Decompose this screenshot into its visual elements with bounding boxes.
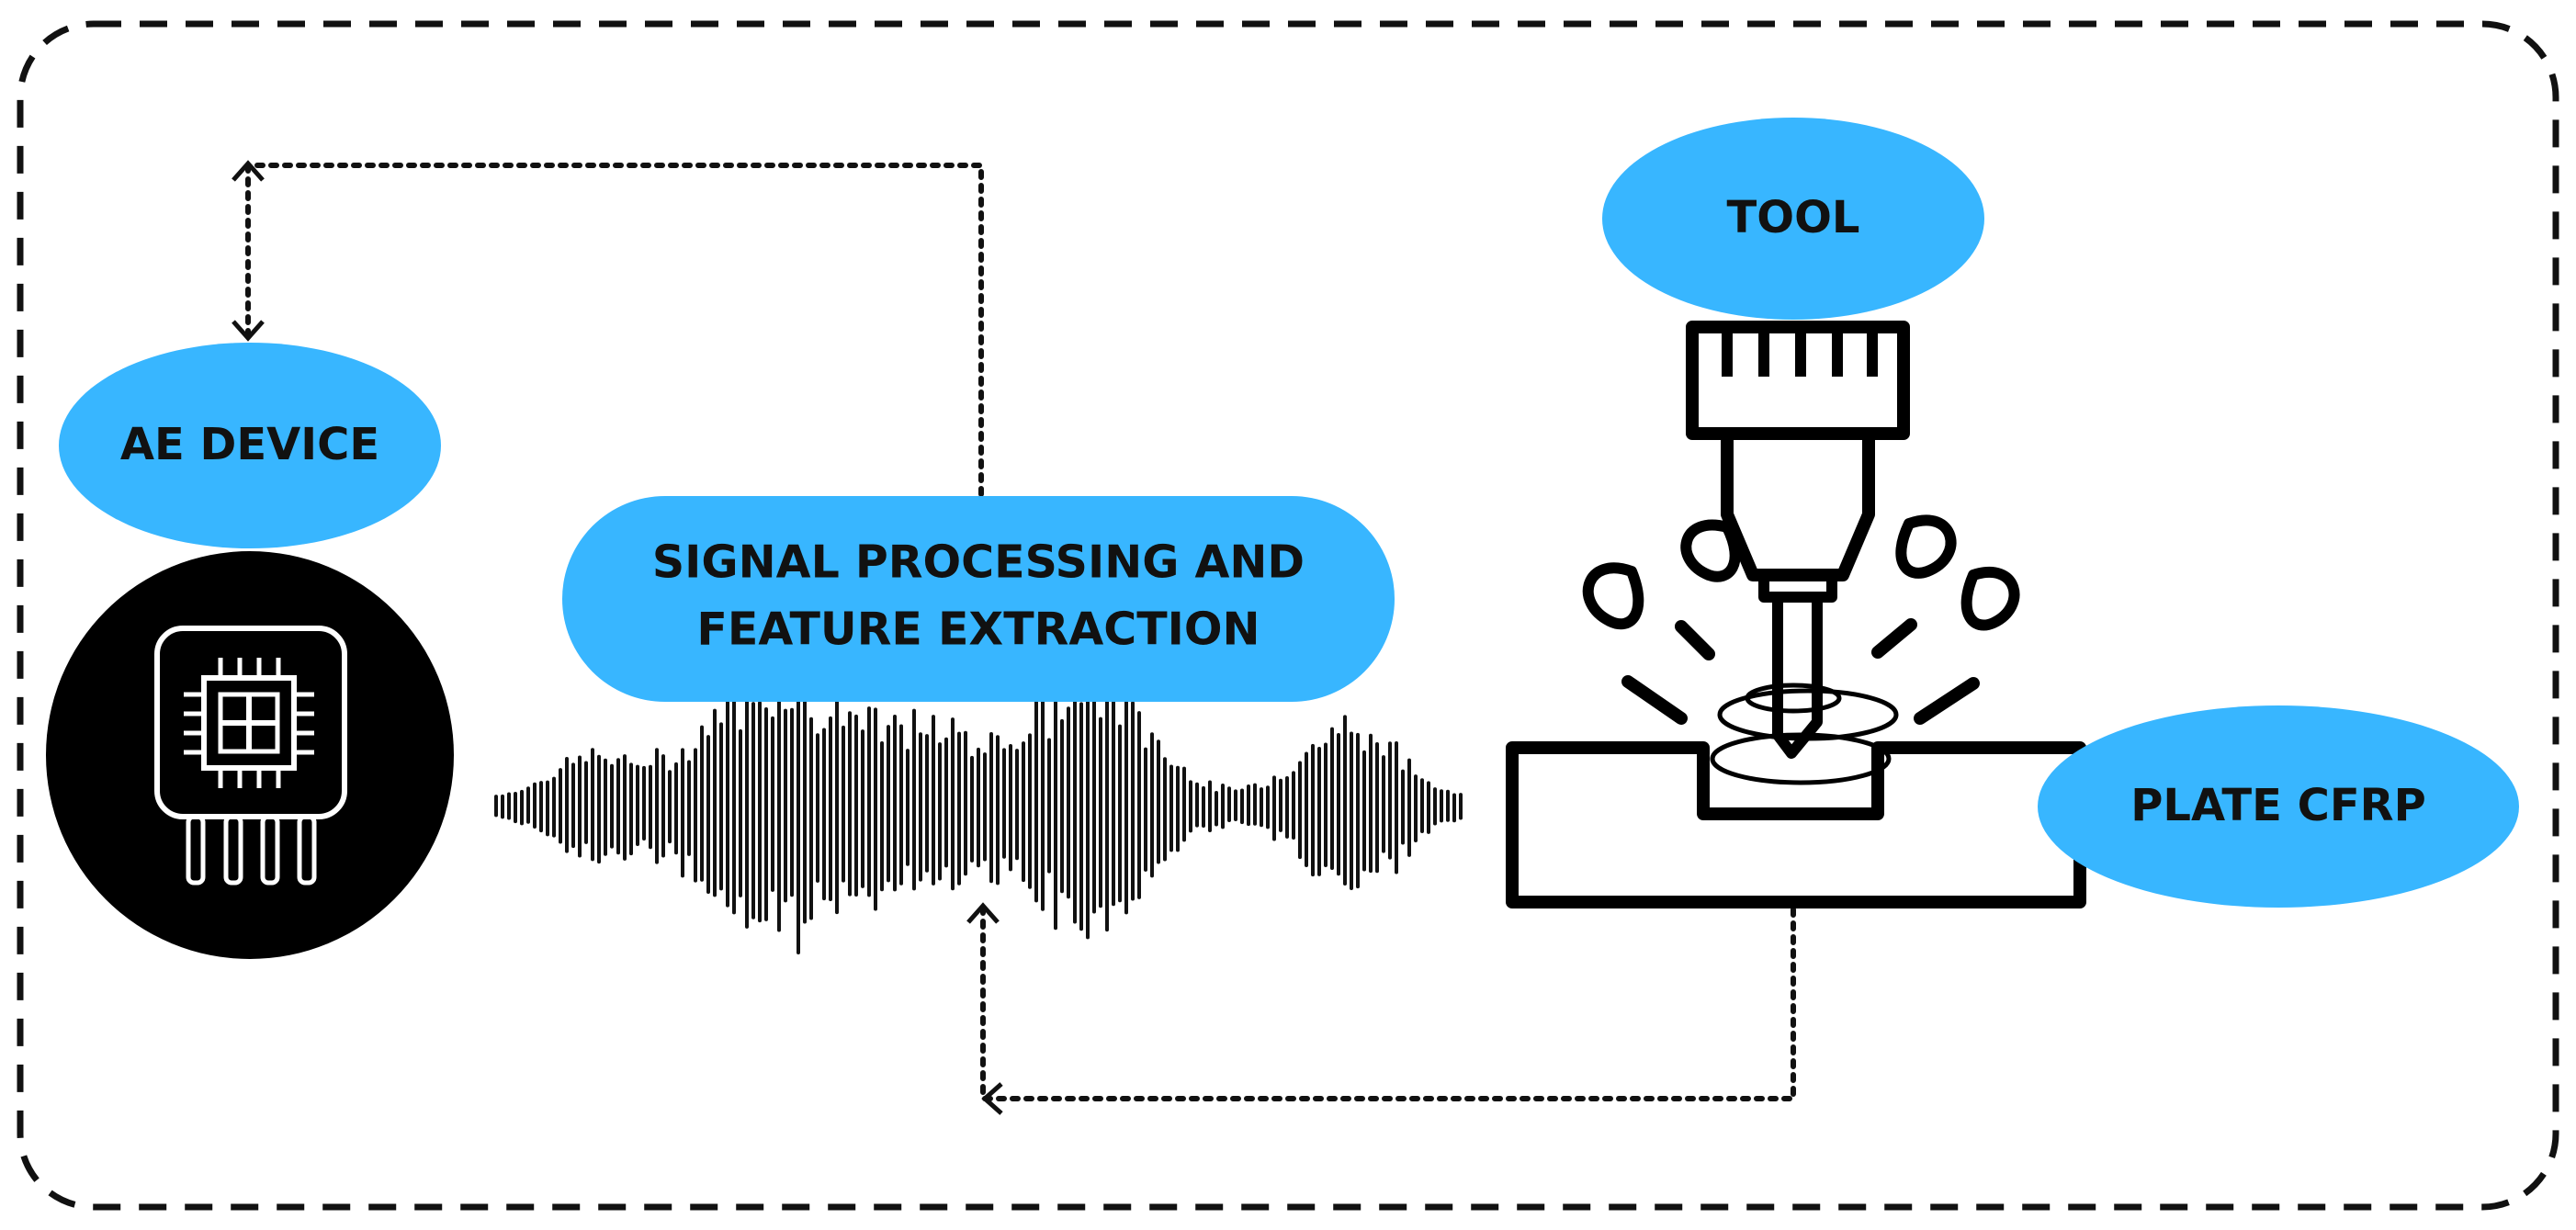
arrow-head-left [981, 1082, 1003, 1115]
ae-device-node: AE DEVICE [59, 343, 441, 548]
signal-processing-pill [562, 496, 1395, 702]
acoustic-waveform-icon [494, 656, 1463, 955]
connector-plate-to-signal [966, 902, 1796, 1115]
tool-node: TOOL [1602, 118, 1984, 320]
arrow-head-up [232, 160, 265, 182]
arrow-head-down [232, 320, 265, 342]
plate-cfrp-pill [2038, 705, 2519, 908]
plate-cfrp-label: PLATE CFRP [2130, 780, 2426, 831]
signal-processing-label-line2: FEATURE EXTRACTION [696, 604, 1260, 656]
outer-frame [17, 20, 2559, 1211]
microchip-sensor-icon [46, 551, 454, 959]
drill-machining-icon [1506, 321, 2086, 908]
tool-pill [1602, 118, 1984, 320]
ae-device-label: AE DEVICE [120, 419, 379, 470]
plate-cfrp-node: PLATE CFRP [2038, 705, 2519, 908]
signal-processing-label-line1: SIGNAL PROCESSING AND [652, 536, 1305, 589]
ae-device-pill [59, 343, 441, 548]
signal-processing-node: SIGNAL PROCESSING AND FEATURE EXTRACTION [562, 496, 1395, 702]
connector-signal-to-ae [232, 160, 984, 497]
tool-label: TOOL [1727, 192, 1860, 243]
arrow-head-up [966, 902, 1000, 924]
